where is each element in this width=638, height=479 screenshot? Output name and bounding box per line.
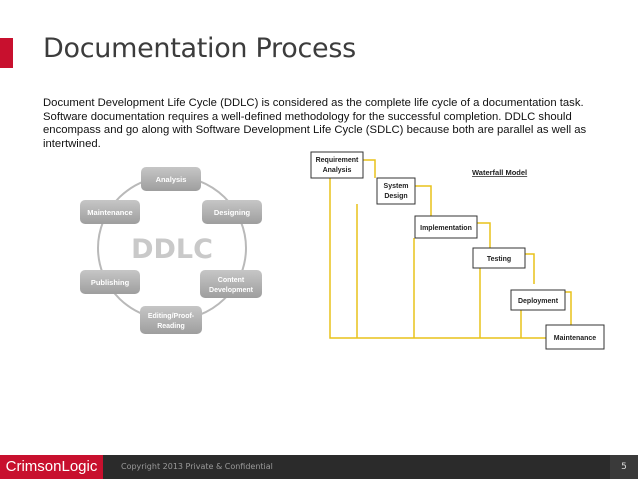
ddlc-stage-publishing: Publishing xyxy=(80,270,140,294)
brand-logo: CrimsonLogic xyxy=(0,455,103,479)
svg-text:Editing/Proof-: Editing/Proof- xyxy=(148,313,195,320)
ddlc-stage-content-development: Content Development xyxy=(200,270,262,298)
svg-text:Maintenance: Maintenance xyxy=(554,335,597,342)
waterfall-model-title: Waterfall Model xyxy=(472,168,527,177)
waterfall-step-system-design: System Design xyxy=(376,177,416,205)
waterfall-flow-lines xyxy=(329,159,572,339)
ddlc-cycle-diagram: DDLC Analysis Designing Content Developm… xyxy=(80,167,262,334)
svg-text:Analysis: Analysis xyxy=(323,167,352,174)
svg-text:System: System xyxy=(384,183,409,190)
svg-text:Deployment: Deployment xyxy=(518,298,559,305)
intro-paragraph: Document Development Life Cycle (DDLC) i… xyxy=(43,97,587,150)
svg-text:Maintenance: Maintenance xyxy=(87,208,132,217)
svg-text:Analysis: Analysis xyxy=(156,175,187,184)
ddlc-stage-maintenance: Maintenance xyxy=(80,200,140,224)
ddlc-stage-analysis: Analysis xyxy=(141,167,201,191)
waterfall-step-implementation: Implementation xyxy=(414,215,478,239)
copyright-notice: Copyright 2013 Private & Confidential xyxy=(121,462,273,471)
footer-bar: CrimsonLogic Copyright 2013 Private & Co… xyxy=(0,455,638,479)
svg-text:Development: Development xyxy=(209,287,254,294)
svg-text:Implementation: Implementation xyxy=(420,225,472,232)
ddlc-stage-designing: Designing xyxy=(202,200,262,224)
svg-text:Designing: Designing xyxy=(214,208,251,217)
waterfall-model-diagram: Requirement Analysis System Design Water… xyxy=(310,151,605,350)
slide-title: Documentation Process xyxy=(43,33,356,64)
svg-text:Design: Design xyxy=(384,193,407,200)
svg-text:Reading: Reading xyxy=(157,323,185,330)
ddlc-stage-editing-proofreading: Editing/Proof- Reading xyxy=(140,306,202,334)
svg-text:Testing: Testing xyxy=(487,256,511,263)
title-accent-bar xyxy=(0,38,13,68)
ddlc-center-label: DDLC xyxy=(131,234,213,265)
svg-text:Publishing: Publishing xyxy=(91,278,130,287)
svg-text:Content: Content xyxy=(218,277,245,284)
waterfall-step-maintenance: Maintenance xyxy=(545,324,605,350)
waterfall-step-requirement-analysis: Requirement Analysis xyxy=(310,151,364,179)
svg-text:Requirement: Requirement xyxy=(316,157,359,164)
page-number: 5 xyxy=(610,455,638,479)
waterfall-step-testing: Testing xyxy=(472,247,526,269)
waterfall-step-deployment: Deployment xyxy=(510,289,566,311)
